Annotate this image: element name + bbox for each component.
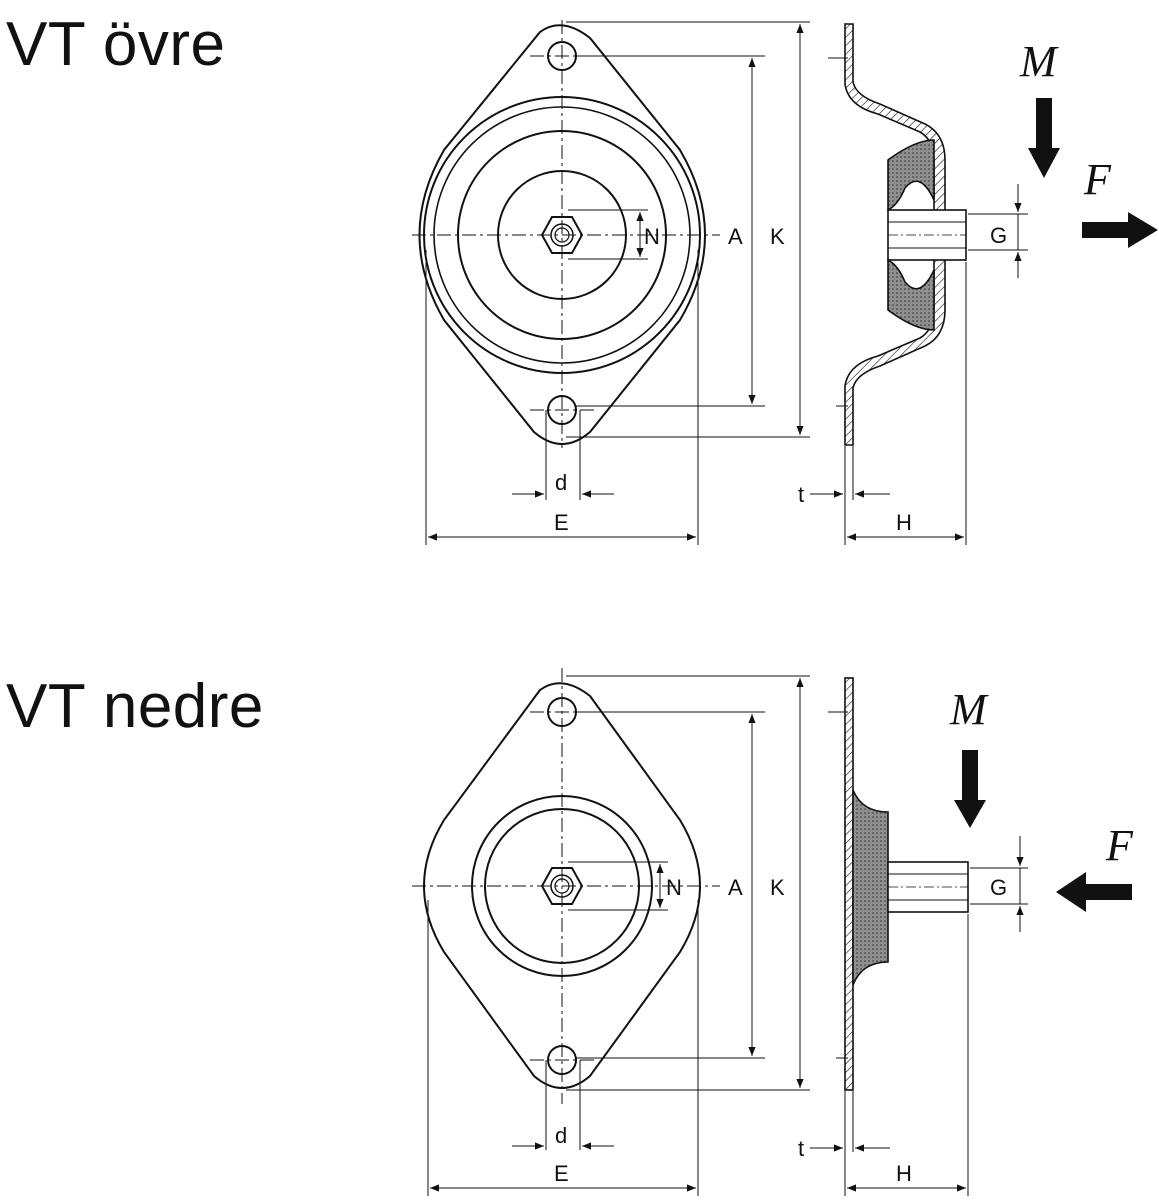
bottom-force-arrow-left: [1056, 872, 1132, 912]
top-moment-arrow: [1028, 98, 1060, 178]
top-label-K: K: [770, 224, 785, 249]
top-label-H: H: [896, 510, 912, 535]
bottom-label-A: A: [728, 875, 743, 900]
bottom-label-t: t: [798, 1136, 804, 1161]
top-side-dimensions: [810, 57, 1028, 545]
top-force-arrow-right: [1082, 212, 1158, 248]
bottom-moment-arrow: [954, 750, 986, 828]
top-label-A: A: [728, 224, 743, 249]
top-moment-label: M: [1019, 37, 1059, 86]
bottom-dimension-lines: [427, 675, 810, 1196]
top-side-section: [844, 23, 967, 446]
top-label-E: E: [554, 510, 569, 535]
bottom-label-E: E: [554, 1161, 569, 1186]
top-label-t: t: [798, 482, 804, 507]
top-label-N: N: [644, 224, 660, 249]
bottom-moment-label: M: [949, 685, 989, 734]
top-label-d: d: [555, 470, 567, 495]
title-top: VT övre: [6, 10, 226, 79]
top-force-label: F: [1083, 155, 1112, 204]
bottom-force-label: F: [1105, 821, 1134, 870]
top-dimension-lines: [425, 21, 810, 545]
bottom-side-dimensions: [810, 711, 1028, 1196]
bottom-label-G: G: [990, 875, 1007, 900]
bottom-label-N: N: [666, 875, 682, 900]
bottom-label-K: K: [770, 875, 785, 900]
title-bottom: VT nedre: [6, 672, 264, 741]
bottom-label-H: H: [896, 1161, 912, 1186]
bottom-side-section: [844, 677, 969, 1091]
bottom-label-d: d: [555, 1123, 567, 1148]
top-label-G: G: [990, 223, 1007, 248]
